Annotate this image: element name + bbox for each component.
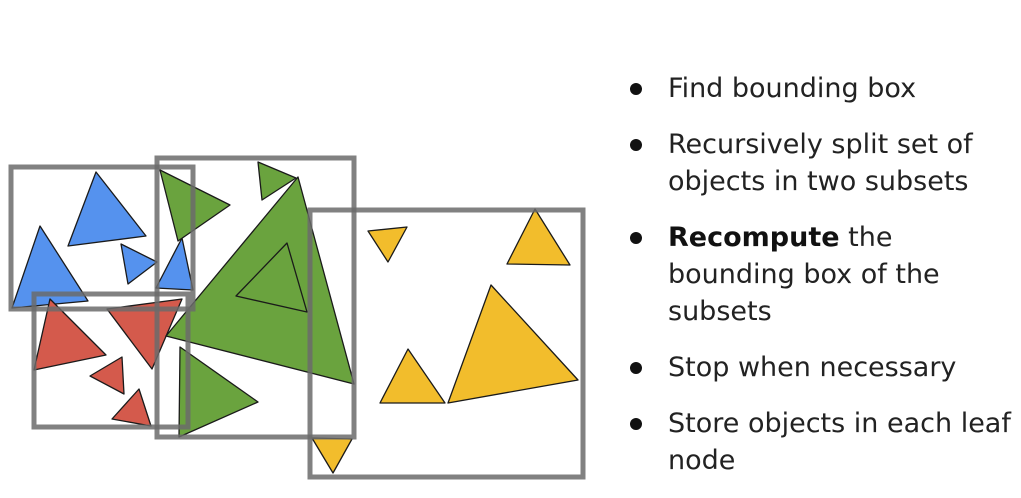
bounding-box-bottom-left	[31, 291, 191, 430]
bvh-diagram	[8, 155, 586, 480]
bullet-text: Store objects in each leaf node	[668, 408, 1011, 476]
bounding-boxes	[8, 155, 586, 480]
bounding-box-right	[307, 207, 586, 480]
bullet-dot-icon	[630, 362, 642, 374]
yellow-triangle	[379, 348, 446, 404]
blue-triangle	[67, 171, 147, 247]
red-triangle	[89, 356, 125, 395]
bounding-box-top-left	[8, 164, 196, 312]
yellow-triangles	[311, 208, 579, 474]
bullet-item: Recompute the bounding box of the subset…	[627, 219, 1019, 330]
yellow-triangle	[447, 284, 579, 404]
bullet-list: Find bounding box Recursively split set …	[627, 70, 1019, 498]
bullet-text: Find bounding box	[668, 73, 917, 104]
yellow-triangle	[311, 437, 353, 474]
red-triangle	[33, 298, 107, 371]
green-triangle-inner	[235, 242, 308, 313]
bullet-dot-icon	[630, 418, 642, 430]
bullet-dot-icon	[630, 83, 642, 95]
yellow-triangle	[367, 226, 408, 263]
blue-triangle	[155, 237, 194, 291]
bullet-bold-text: Recompute	[668, 222, 840, 253]
blue-triangle	[120, 243, 158, 285]
bounding-box-middle	[154, 155, 357, 440]
bullet-item: Stop when necessary	[627, 349, 1019, 386]
bullet-item: Store objects in each leaf node	[627, 405, 1019, 479]
bullet-item: Find bounding box	[627, 70, 1019, 107]
bullet-text: Recursively split set of objects in two …	[668, 129, 973, 197]
bullet-item: Recursively split set of objects in two …	[627, 126, 1019, 200]
bullet-text: Stop when necessary	[668, 352, 957, 383]
red-triangles	[33, 298, 183, 427]
bullet-dot-icon	[630, 232, 642, 244]
blue-triangles	[11, 171, 194, 309]
bullet-text: the bounding box of the subsets	[668, 222, 940, 327]
bullet-dot-icon	[630, 139, 642, 151]
green-triangle	[178, 346, 259, 438]
red-triangle	[111, 388, 152, 427]
yellow-triangle	[506, 208, 571, 266]
green-triangle	[257, 161, 297, 201]
